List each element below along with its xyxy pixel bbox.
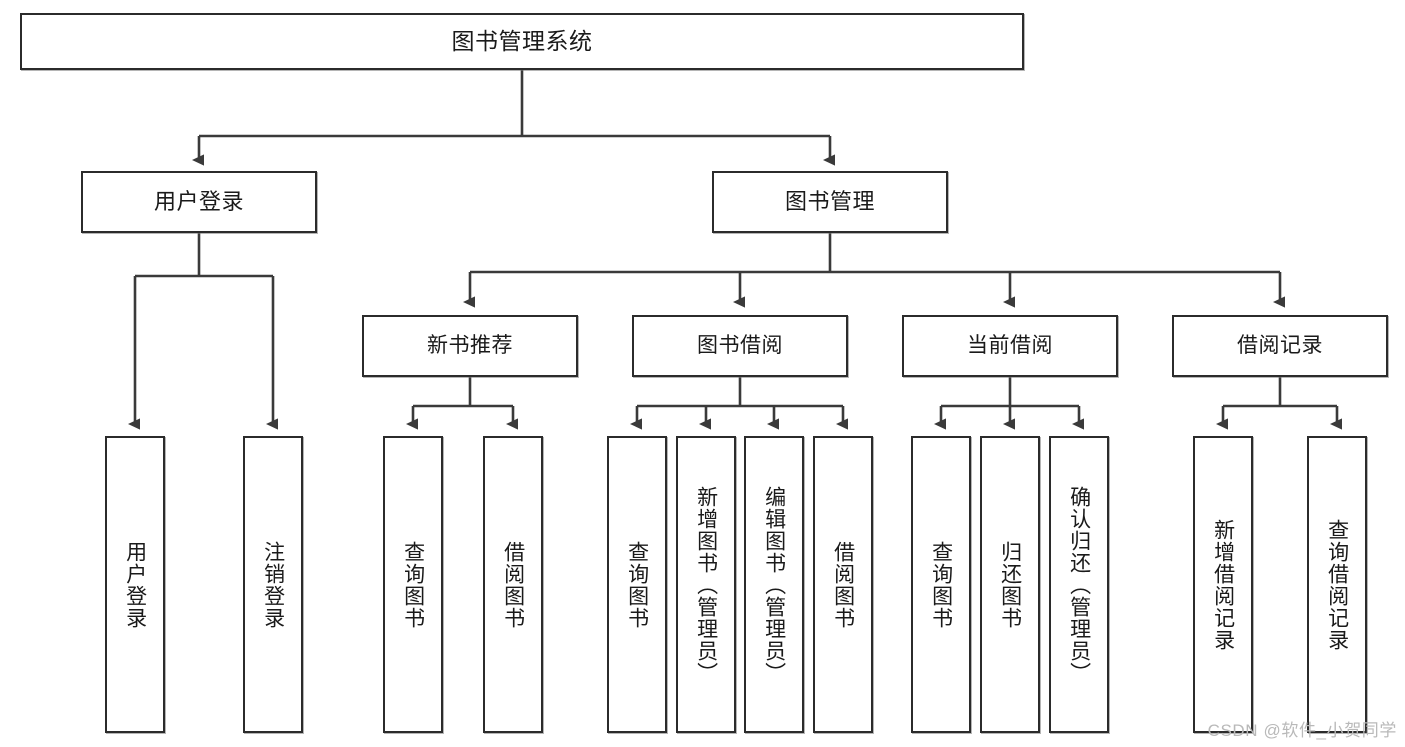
- node-label: 借阅图书: [831, 540, 855, 629]
- node-leaf-query-book-3[interactable]: 查询图书: [911, 436, 971, 733]
- node-root-system[interactable]: 图书管理系统: [20, 13, 1024, 70]
- node-leaf-add-book[interactable]: 新增图书（管理员）: [676, 436, 736, 733]
- node-borrow-record[interactable]: 借阅记录: [1172, 315, 1388, 377]
- node-label: 图书借阅: [697, 333, 783, 357]
- node-book-manage[interactable]: 图书管理: [712, 171, 948, 233]
- node-label: 查询图书: [625, 540, 649, 629]
- node-label: 查询图书: [929, 540, 953, 629]
- node-label: 查询借阅记录: [1325, 518, 1349, 651]
- node-label: 图书管理系统: [451, 27, 593, 54]
- node-leaf-query-book-1[interactable]: 查询图书: [383, 436, 443, 733]
- node-label: 新增借阅记录: [1211, 518, 1235, 651]
- node-current-borrow[interactable]: 当前借阅: [902, 315, 1118, 377]
- node-leaf-borrow-book-2[interactable]: 借阅图书: [813, 436, 873, 733]
- node-leaf-query-book-2[interactable]: 查询图书: [607, 436, 667, 733]
- node-label: 确认归还（管理员）: [1067, 485, 1091, 684]
- node-new-book-rec[interactable]: 新书推荐: [362, 315, 578, 377]
- node-label: 编辑图书（管理员）: [762, 485, 786, 684]
- node-leaf-return-book[interactable]: 归还图书: [980, 436, 1040, 733]
- node-leaf-query-record[interactable]: 查询借阅记录: [1307, 436, 1367, 733]
- node-label: 当前借阅: [967, 333, 1053, 357]
- node-leaf-user-login[interactable]: 用户登录: [105, 436, 165, 733]
- node-user-login[interactable]: 用户登录: [81, 171, 317, 233]
- node-label: 归还图书: [998, 540, 1022, 629]
- node-label: 注销登录: [261, 540, 285, 629]
- node-book-borrow[interactable]: 图书借阅: [632, 315, 848, 377]
- node-label: 查询图书: [401, 540, 425, 629]
- node-label: 借阅图书: [501, 540, 525, 629]
- node-leaf-confirm-return[interactable]: 确认归还（管理员）: [1049, 436, 1109, 733]
- node-label: 用户登录: [123, 540, 147, 629]
- node-leaf-add-record[interactable]: 新增借阅记录: [1193, 436, 1253, 733]
- node-label: 图书管理: [784, 188, 875, 214]
- node-label: 新书推荐: [427, 333, 513, 357]
- node-leaf-logout[interactable]: 注销登录: [243, 436, 303, 733]
- node-leaf-edit-book[interactable]: 编辑图书（管理员）: [744, 436, 804, 733]
- node-leaf-borrow-book-1[interactable]: 借阅图书: [483, 436, 543, 733]
- node-label: 用户登录: [153, 188, 244, 214]
- watermark-text: CSDN @软件_小贺同学: [1207, 721, 1397, 740]
- node-label: 新增图书（管理员）: [694, 485, 718, 684]
- node-label: 借阅记录: [1237, 333, 1323, 357]
